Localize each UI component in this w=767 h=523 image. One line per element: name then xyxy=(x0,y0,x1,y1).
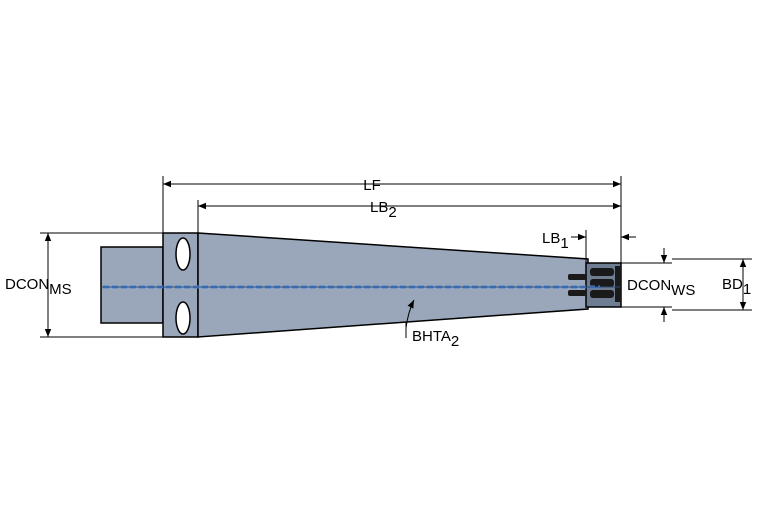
dcon-ws-label: DCONWS xyxy=(627,277,695,299)
bhta2-label: BHTA2 xyxy=(412,328,459,350)
dimension-labels: LF LB2 LB1 DCONMS DCONWS BD1 BHTA2 xyxy=(5,177,751,350)
flange-slot-lower xyxy=(175,301,191,335)
rear-spigot xyxy=(100,246,164,324)
dimensions xyxy=(40,176,752,338)
lb2-label: LB2 xyxy=(370,199,397,221)
dcon-ms-label: DCONMS xyxy=(5,276,72,298)
flange-slot-upper xyxy=(175,237,191,271)
tool-body xyxy=(100,232,622,338)
bd1-label: BD1 xyxy=(722,276,751,298)
lf-label: LF xyxy=(363,177,381,194)
cutting-insert xyxy=(568,266,621,302)
tapered-shank xyxy=(197,232,589,338)
lb1-label: LB1 xyxy=(542,230,569,252)
